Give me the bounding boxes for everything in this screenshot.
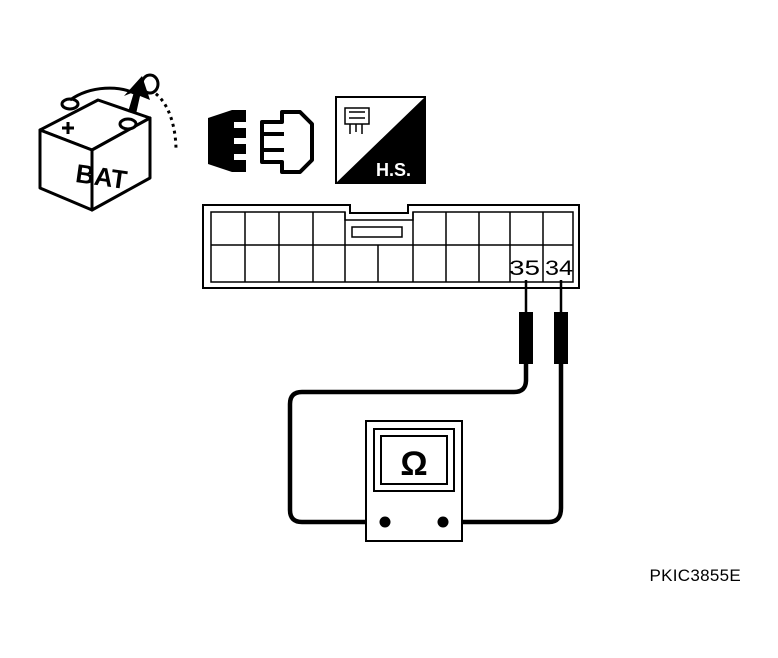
disconnect-arrow-icon: [124, 76, 150, 114]
meter-terminal-right: [437, 516, 449, 528]
ohmmeter-icon: [365, 420, 463, 542]
meter-terminal-left: [379, 516, 391, 528]
harness-side-label: H.S.: [376, 160, 411, 180]
pin-35-label: 35: [509, 257, 540, 280]
battery-disconnect-icon: [38, 73, 178, 212]
pin-34-label: 34: [545, 257, 573, 280]
figure-reference: PKIC3855E: [649, 566, 741, 585]
battery-label: BAT: [74, 158, 129, 195]
connector-disconnected-icon: [208, 110, 314, 174]
harness-side-icon: [335, 96, 426, 184]
connector-face: [202, 204, 580, 289]
test-lead-right: [442, 280, 568, 525]
ohm-symbol: Ω: [400, 445, 427, 483]
test-lead-left: [287, 280, 533, 525]
